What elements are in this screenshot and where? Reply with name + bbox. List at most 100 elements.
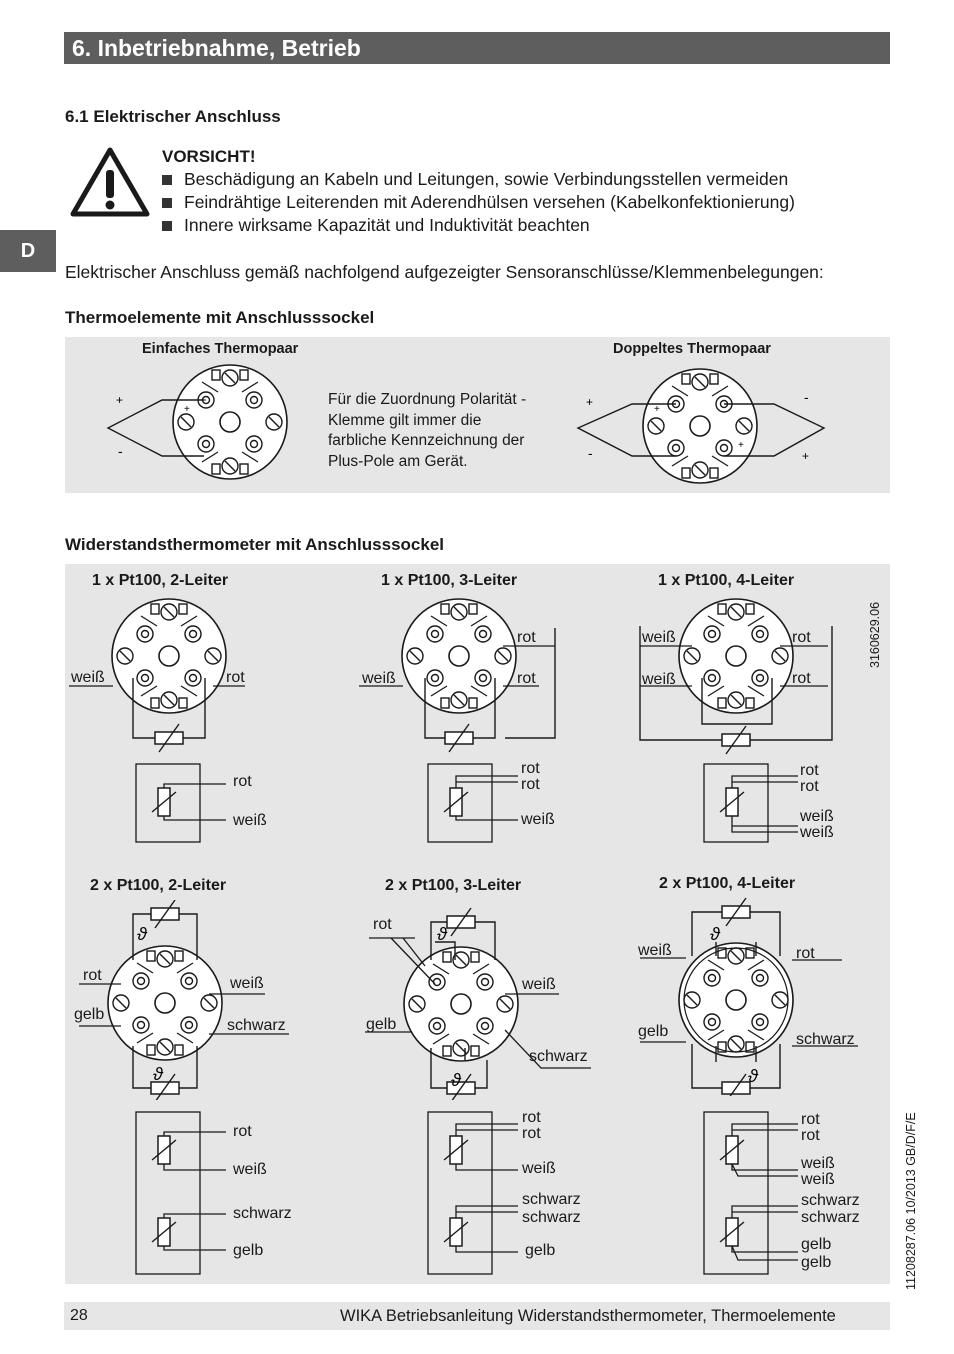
single-thermocouple-label: Einfaches Thermopaar xyxy=(142,341,299,357)
wire-label: rot xyxy=(792,670,811,687)
schema-2x4 xyxy=(703,1111,798,1275)
wire-label: schwarz xyxy=(801,1209,860,1226)
caution-item: Feindrähtige Leiterenden mit Aderendhüls… xyxy=(162,191,795,214)
wire-label: rot xyxy=(801,1111,820,1128)
section-title: 6.1 Elektrischer Anschluss xyxy=(65,107,281,126)
wire-label: schwarz xyxy=(522,1191,581,1208)
schema-1x3 xyxy=(427,763,518,843)
wire-label: rot xyxy=(796,945,815,962)
wire-label: weiß xyxy=(801,1171,835,1188)
footer-text: WIKA Betriebsanleitung Widerstandsthermo… xyxy=(340,1307,836,1325)
thermocouple-title: Thermoelemente mit Anschlusssockel xyxy=(65,308,375,327)
wire-label: rot xyxy=(83,967,102,984)
wire-label: weiß xyxy=(800,824,834,841)
wire-label: weiß xyxy=(642,629,676,646)
wire-label: weiß xyxy=(642,671,676,688)
single-thermocouple-diagram: + - + xyxy=(106,364,288,480)
diagram-title-1x4: 1 x Pt100, 4-Leiter xyxy=(658,572,795,589)
wire-label: weiß xyxy=(522,976,556,993)
wire-label: rot xyxy=(522,1125,541,1142)
wire-label: weiß xyxy=(233,1161,267,1178)
wire-label: rot xyxy=(233,773,252,790)
terminal-head-2x3: ϑ ϑ xyxy=(365,907,591,1100)
figure-code: 3160629.06 xyxy=(868,601,882,668)
wire-label: gelb xyxy=(366,1016,397,1033)
intro-text: Elektrischer Anschluss gemäß nachfolgend… xyxy=(65,262,824,282)
svg-text:-: - xyxy=(804,389,809,405)
wire-label: rot xyxy=(801,1127,820,1144)
wire-label: weiß xyxy=(522,1160,556,1177)
double-thermocouple-diagram: + - - + + + xyxy=(576,368,826,484)
wire-label: weiß xyxy=(521,811,555,828)
wire-label: weiß xyxy=(230,975,264,992)
diagram-title-2x4: 2 x Pt100, 4-Leiter xyxy=(659,875,796,892)
wire-label: rot xyxy=(522,1109,541,1126)
schema-1x4 xyxy=(703,763,798,843)
svg-text:ϑ: ϑ xyxy=(153,1064,164,1084)
wire-label: weiß xyxy=(800,808,834,825)
language-tab[interactable]: D xyxy=(0,230,56,272)
wire-label: schwarz xyxy=(796,1031,855,1048)
schema-1x2 xyxy=(135,763,226,843)
page-number: 28 xyxy=(70,1307,88,1324)
wire-label: rot xyxy=(373,916,392,933)
diagram-title-2x2: 2 x Pt100, 2-Leiter xyxy=(90,877,227,894)
caution-item: Innere wirksame Kapazität und Induktivit… xyxy=(162,214,795,237)
schema-2x2 xyxy=(135,1111,226,1275)
svg-text:ϑ: ϑ xyxy=(748,1066,759,1086)
svg-text:ϑ: ϑ xyxy=(437,924,448,944)
diagram-title-1x2: 1 x Pt100, 2-Leiter xyxy=(92,572,229,589)
wire-label: schwarz xyxy=(522,1209,581,1226)
wire-label: rot xyxy=(800,778,819,795)
svg-text:ϑ: ϑ xyxy=(710,924,721,944)
svg-text:ϑ: ϑ xyxy=(137,924,148,944)
wire-label: rot xyxy=(517,670,536,687)
wire-label: weiß xyxy=(362,670,396,687)
wire-label: rot xyxy=(521,776,540,793)
caution-item: Beschädigung an Kabeln und Leitungen, so… xyxy=(162,168,795,191)
terminal-head-1x2 xyxy=(69,598,245,753)
terminal-head-2x4: ϑ ϑ xyxy=(640,897,858,1096)
caution-block: VORSICHT! Beschädigung an Kabeln und Lei… xyxy=(162,146,795,237)
minus-sign: - xyxy=(118,443,123,459)
terminal-head-1x4 xyxy=(639,598,833,755)
svg-text:-: - xyxy=(588,445,593,461)
chapter-title: 6. Inbetriebnahme, Betrieb xyxy=(72,35,361,61)
wire-label: schwarz xyxy=(233,1205,292,1222)
wire-label: gelb xyxy=(638,1023,669,1040)
svg-text:+: + xyxy=(802,449,809,463)
wire-label: schwarz xyxy=(529,1048,588,1065)
polarity-note: Für die Zuordnung Polarität - Klemme gil… xyxy=(328,391,527,470)
svg-text:+: + xyxy=(654,404,660,415)
warning-triangle-icon xyxy=(70,147,150,217)
terminal-head-1x3 xyxy=(359,598,556,753)
diagram-title-2x3: 2 x Pt100, 3-Leiter xyxy=(385,877,522,894)
wire-label: gelb xyxy=(74,1006,105,1023)
chapter-header-bar xyxy=(64,32,890,64)
wire-label: schwarz xyxy=(801,1192,860,1209)
wire-label: gelb xyxy=(525,1242,556,1259)
double-thermocouple-label: Doppeltes Thermopaar xyxy=(613,341,771,357)
document-code: 11208287.06 10/2013 GB/D/F/E xyxy=(904,1112,918,1290)
wire-label: rot xyxy=(800,762,819,779)
wire-label: rot xyxy=(226,669,245,686)
svg-text:ϑ: ϑ xyxy=(451,1070,462,1090)
wire-label: gelb xyxy=(801,1254,832,1271)
caution-heading: VORSICHT! xyxy=(162,147,256,166)
wire-label: weiß xyxy=(638,942,672,959)
wire-label: weiß xyxy=(71,669,105,686)
wire-label: gelb xyxy=(233,1242,264,1259)
svg-text:+: + xyxy=(586,395,593,409)
schema-2x3 xyxy=(427,1111,518,1275)
diagram-title-1x3: 1 x Pt100, 3-Leiter xyxy=(381,572,518,589)
footer-bar xyxy=(64,1302,890,1330)
wire-label: rot xyxy=(792,629,811,646)
wire-label: gelb xyxy=(801,1236,832,1253)
svg-text:+: + xyxy=(184,404,190,415)
wire-label: rot xyxy=(233,1123,252,1140)
wire-label: weiß xyxy=(801,1155,835,1172)
wire-label: schwarz xyxy=(227,1017,286,1034)
rtd-title: Widerstandsthermometer mit Anschlusssock… xyxy=(65,535,444,554)
wire-label: weiß xyxy=(233,812,267,829)
wire-label: rot xyxy=(521,760,540,777)
